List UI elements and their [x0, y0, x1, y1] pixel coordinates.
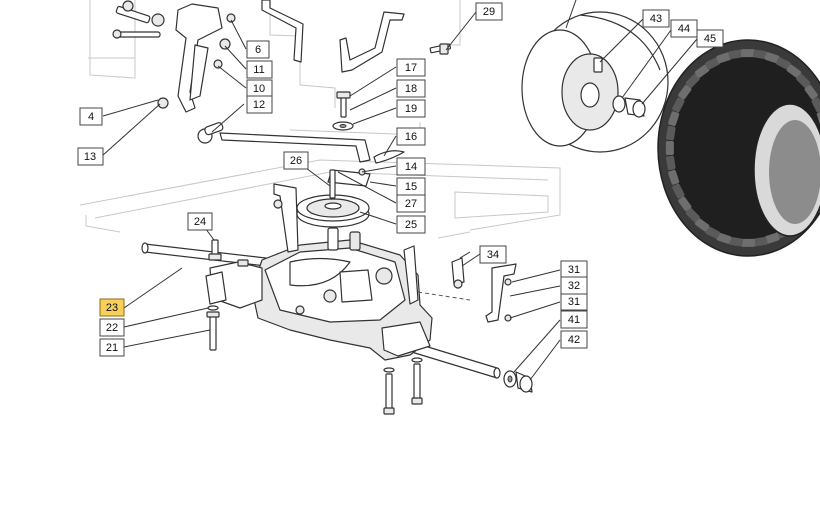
callout-15[interactable]: 15: [396, 177, 426, 196]
tire-tread-block: [678, 196, 692, 211]
callout-labels: 4 6 10 11 12 13 14 15 16 17 18 19 21 22 …: [77, 2, 724, 357]
svg-text:45: 45: [704, 33, 716, 45]
tire-tread-block: [752, 236, 768, 247]
tire-tread-block: [685, 73, 700, 88]
transaxle-fasteners: [206, 239, 533, 415]
tire-tread-block: [752, 49, 768, 60]
callout-10[interactable]: 10: [246, 79, 273, 98]
tire-tread-block: [668, 169, 680, 185]
transaxle: [141, 183, 501, 379]
callout-24[interactable]: 24: [187, 212, 213, 231]
svg-text:12: 12: [253, 99, 265, 111]
tire-tread-block: [786, 64, 802, 78]
svg-text:27: 27: [405, 198, 417, 210]
svg-text:13: 13: [84, 151, 96, 163]
callout-44[interactable]: 44: [670, 19, 698, 38]
callout-14[interactable]: 14: [396, 157, 426, 176]
svg-text:4: 4: [88, 111, 94, 123]
callout-45[interactable]: 45: [696, 29, 724, 48]
tire-tread-block: [668, 111, 680, 127]
tire-tread-block: [705, 226, 720, 239]
rear-tire: [657, 39, 820, 257]
svg-text:31: 31: [568, 264, 580, 276]
callout-26[interactable]: 26: [283, 151, 309, 170]
callout-27[interactable]: 27: [396, 194, 426, 213]
tire-tread-block: [776, 57, 791, 70]
callout-4[interactable]: 4: [79, 107, 103, 126]
callout-41[interactable]: 41: [560, 310, 588, 329]
tire-tread-block: [728, 49, 744, 60]
callout-34[interactable]: 34: [479, 245, 507, 264]
tire-tread-block: [716, 232, 732, 244]
rear-wheel-rim: [521, 11, 669, 153]
tire-tread-block: [741, 238, 755, 247]
leader-lines: [101, 0, 698, 381]
svg-text:29: 29: [483, 6, 495, 18]
callout-16[interactable]: 16: [396, 127, 426, 146]
tire-tread-block: [672, 97, 685, 113]
tire-tread-block: [764, 52, 780, 64]
svg-text:23: 23: [106, 302, 118, 314]
svg-text:41: 41: [568, 314, 580, 326]
callout-31-lower[interactable]: 31: [560, 292, 588, 311]
svg-text:24: 24: [194, 216, 206, 228]
callout-18[interactable]: 18: [396, 79, 426, 98]
tire-tread-block: [796, 73, 811, 88]
svg-text:18: 18: [405, 83, 417, 95]
tire-tread-block: [685, 208, 700, 223]
svg-text:16: 16: [405, 131, 417, 143]
callout-43[interactable]: 43: [642, 9, 670, 28]
callout-31-upper[interactable]: 31: [560, 260, 588, 279]
callout-12[interactable]: 12: [246, 95, 273, 114]
svg-text:42: 42: [568, 334, 580, 346]
tire-tread-block: [665, 141, 674, 155]
callout-32[interactable]: 32: [560, 276, 588, 295]
svg-text:26: 26: [290, 155, 302, 167]
svg-text:10: 10: [253, 83, 265, 95]
callout-17[interactable]: 17: [396, 58, 426, 77]
svg-text:34: 34: [487, 249, 499, 261]
tire-tread-block: [678, 85, 692, 100]
tire-tread-block: [694, 218, 710, 232]
svg-text:22: 22: [106, 322, 118, 334]
tire-tread-block: [728, 236, 744, 247]
shift-linkage: [112, 0, 452, 187]
tire-tread-block: [811, 97, 820, 113]
svg-text:19: 19: [405, 103, 417, 115]
tire-tread-block: [705, 57, 720, 70]
callout-13[interactable]: 13: [77, 147, 104, 166]
svg-text:31: 31: [568, 296, 580, 308]
svg-text:43: 43: [650, 13, 662, 25]
tire-tread-block: [694, 64, 710, 78]
callout-23-highlighted[interactable]: 23: [99, 298, 125, 317]
svg-text:25: 25: [405, 219, 417, 231]
svg-text:17: 17: [405, 62, 417, 74]
callout-42[interactable]: 42: [560, 330, 588, 349]
svg-text:15: 15: [405, 181, 417, 193]
svg-text:32: 32: [568, 280, 580, 292]
callout-29[interactable]: 29: [475, 2, 503, 21]
callout-19[interactable]: 19: [396, 99, 426, 118]
svg-text:11: 11: [253, 64, 264, 76]
svg-text:21: 21: [106, 342, 118, 354]
tire-tread-block: [716, 52, 732, 64]
callout-22[interactable]: 22: [99, 318, 125, 337]
drive-pulley: [296, 169, 370, 228]
tire-tread-block: [672, 183, 685, 199]
tire-tread-block: [804, 85, 818, 100]
callout-25[interactable]: 25: [396, 215, 426, 234]
svg-text:6: 6: [255, 44, 261, 56]
callout-11[interactable]: 11: [246, 60, 273, 79]
tire-tread-block: [764, 232, 780, 244]
svg-text:14: 14: [405, 161, 417, 173]
tire-tread-block: [666, 155, 676, 171]
callout-21[interactable]: 21: [99, 338, 125, 357]
tire-tread-block: [741, 49, 755, 58]
svg-text:44: 44: [678, 23, 690, 35]
callout-6[interactable]: 6: [246, 40, 270, 59]
tire-tread-block: [666, 125, 676, 141]
